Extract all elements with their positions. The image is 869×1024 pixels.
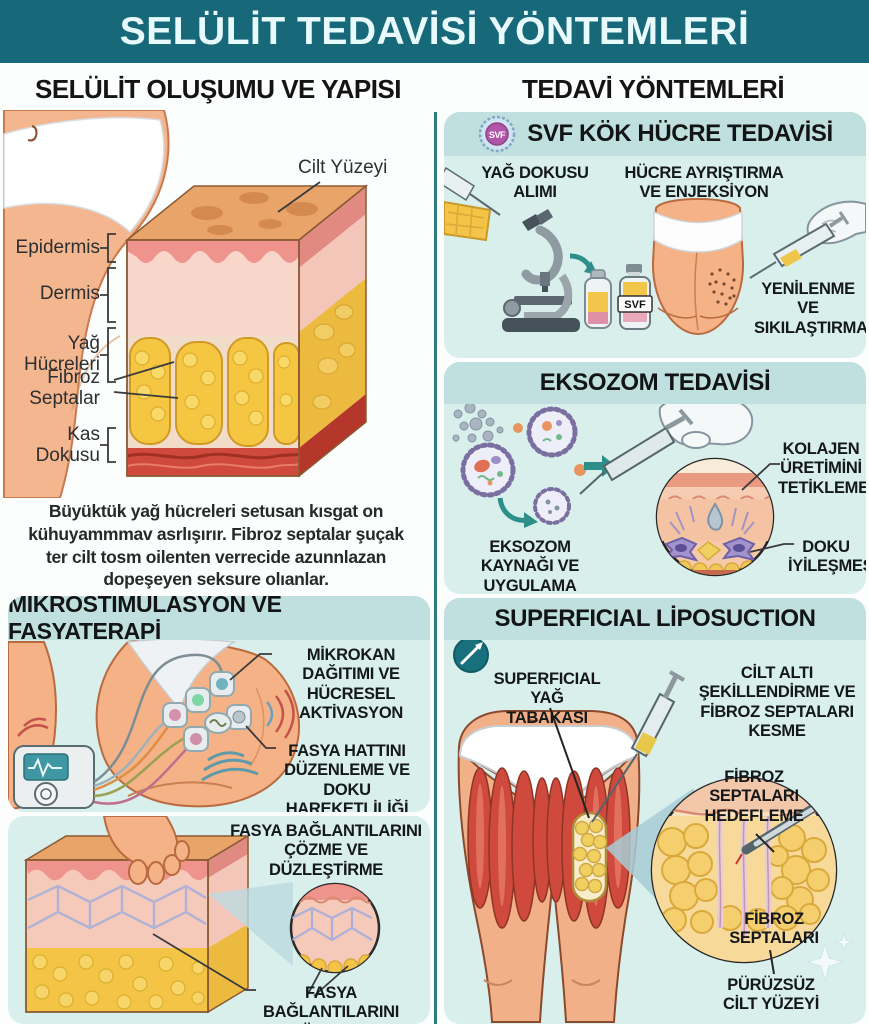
svf-badge-label: SVF	[489, 130, 506, 140]
pressing-hand-illustration	[102, 816, 190, 885]
exosome-panel: EKSOZOM TEDAVİSİ EKSOZOM KAYNAĞI VE UYGU…	[444, 362, 866, 594]
description-text: Büyüktük yağ hücreleri setusan kısgat on…	[28, 501, 404, 590]
microstimulation-panel: MİKROSTİMÜLASYON VE FASYATERAPİ MİKROKAN…	[8, 596, 430, 812]
label-targeting: FİBROZ SEPTALARI HEDEFLEME	[704, 768, 804, 825]
superficial-fat-pocket	[571, 811, 608, 903]
label-collagen: KOLAJEN ÜRETİMİNİ TETİKLEME	[778, 440, 866, 497]
skin-cross-section-illustration	[3, 110, 369, 498]
label-epidermis: Epidermis	[15, 237, 100, 258]
exosome-title: EKSOZOM TEDAVİSİ	[444, 362, 866, 404]
svf-vial-icon: SVF	[617, 264, 653, 330]
pointer-lines	[549, 707, 775, 975]
centrifuge-tube-icon	[584, 269, 612, 329]
label-pointer-lines	[100, 181, 321, 463]
left-column-heading: SELÜLİT OLUŞUMU VE YAPISI	[34, 73, 402, 104]
anatomy-section: Cilt Yüzeyi Epidermis Dermis Yağ Hücrele…	[2, 110, 428, 498]
microstimulation-title: MİKROSTİMÜLASYON VE FASYATERAPİ	[8, 596, 430, 644]
svf-badge-icon: SVF	[479, 115, 516, 153]
scalpel-badge-icon	[453, 637, 489, 673]
label-smooth-skin: PÜRÜZSÜZ CİLT YÜZEYİ	[722, 976, 819, 1014]
buttocks-illustration	[651, 198, 745, 336]
label-fat-harvest: YAĞ DOKUSU ALIMI	[481, 164, 589, 202]
page-title: SELÜLİT TEDAVİSİ YÖNTEMLERİ	[119, 9, 750, 53]
column-divider	[434, 112, 437, 1024]
label-skin-surface: Cilt Yüzeyi	[298, 157, 388, 178]
label-cell-separation: HÜCRE AYRIŞTIRMA VE ENJEKSİYON	[624, 164, 784, 202]
stimulator-device-icon	[13, 745, 95, 809]
label-fascia-line: FASYA HATTINI DÜZENLEME VE DOKU HAREKETL…	[284, 742, 410, 812]
label-dermis: Dermis	[39, 283, 100, 304]
label-exosome-source: EKSOZOM KAYNAĞI VE UYGULAMA	[480, 538, 580, 594]
right-column-heading: TEDAVİ YÖNTEMLERİ	[521, 73, 785, 104]
particle-dots	[452, 402, 504, 443]
fat-texture	[32, 954, 205, 1010]
pointer-lines	[152, 933, 349, 997]
electrode-pads	[162, 671, 252, 752]
microscope-icon	[502, 209, 580, 332]
label-microcirculation: MİKROKAN DAĞITIMI VE HÜCRESEL AKTİVASYON	[299, 646, 403, 723]
microstimulation-illustration	[8, 638, 300, 810]
legs-illustration	[457, 710, 641, 1023]
fascia-magnifier-inset	[289, 882, 381, 974]
skin-cube	[124, 184, 369, 478]
label-contouring: CİLT ALTI ŞEKİLLENDİRME VE FİBROZ SEPTAL…	[698, 664, 856, 741]
fat-cells-texture	[134, 350, 293, 430]
label-fat-layer: SUPERFICIAL YAĞ TABAKASI	[493, 670, 601, 727]
body-hip-illustration	[3, 110, 170, 498]
fascia-skin-cube	[23, 834, 251, 1014]
exosome-illustration	[452, 393, 794, 577]
fibrous-septa-bands	[716, 815, 772, 939]
label-fascia-release-top: FASYA BAĞLANTILARINI ÇÖZME VE DÜZLEŞTİRM…	[230, 822, 422, 879]
cellulite-dimples	[191, 192, 350, 235]
big-fat-lobules	[657, 823, 830, 934]
svf-illustration: SVF	[444, 166, 866, 336]
navel-icon	[27, 125, 38, 142]
label-fat-cells: Yağ Hücreleri	[23, 333, 100, 375]
exosome-vesicles	[460, 406, 586, 525]
svf-title: SVF KÖK HÜCRE TEDAVİSİ	[527, 120, 833, 147]
pointer-lines	[229, 653, 276, 749]
label-muscle-tissue: Kas Dokusu	[35, 424, 100, 466]
fascia-release-illustration	[23, 816, 381, 1014]
droplet-icon	[707, 502, 724, 531]
vial-label: SVF	[624, 299, 646, 311]
fascia-release-panel: FASYA BAĞLANTILARINI ÇÖZME VE DÜZLEŞTİRM…	[8, 816, 430, 1024]
label-fascia-release-bottom: FASYA BAĞLANTILARINI ÇÖZME VE DÜZLEŞTİRM…	[262, 984, 400, 1024]
pointer-lines	[741, 463, 794, 553]
fat-lobule-columns	[129, 337, 300, 447]
cellulite-dots	[708, 268, 736, 306]
tissue-inset-illustration	[655, 457, 775, 577]
curved-arrow-icon	[497, 497, 538, 528]
liposuction-illustration	[453, 637, 854, 1023]
main-title-bar: SELÜLİT TEDAVİSİ YÖNTEMLERİ	[0, 0, 869, 63]
svf-panel: SVF	[444, 112, 866, 358]
liposuction-syringe-icon	[591, 670, 685, 823]
injection-hand-icon	[749, 200, 866, 279]
septa-inset-illustration	[650, 776, 838, 964]
label-fibrous-septa: Fibroz Septalar	[29, 367, 100, 409]
svf-title-band: SVF SVF KÖK HÜCRE TEDAVİSİ	[444, 112, 866, 156]
signal-waves	[17, 689, 295, 782]
magnifier-beam	[208, 882, 293, 966]
label-septa: FİBROZ SEPTALARI	[729, 910, 819, 948]
sparkle-icon	[805, 932, 854, 982]
label-healing: DOKU İYİLEŞMESİ	[788, 538, 866, 576]
liposuction-panel: SUPERFICIAL LİPOSUCTION SUPERFICIAL YAĞ …	[444, 598, 866, 1024]
liposuction-title: SUPERFICIAL LİPOSUCTION	[444, 598, 866, 640]
fat-harvest-syringe-icon	[444, 166, 501, 242]
label-renewal: YENİLENME VE SIKILAŞTIRMA	[754, 280, 866, 337]
fascia-lattice	[27, 884, 207, 930]
